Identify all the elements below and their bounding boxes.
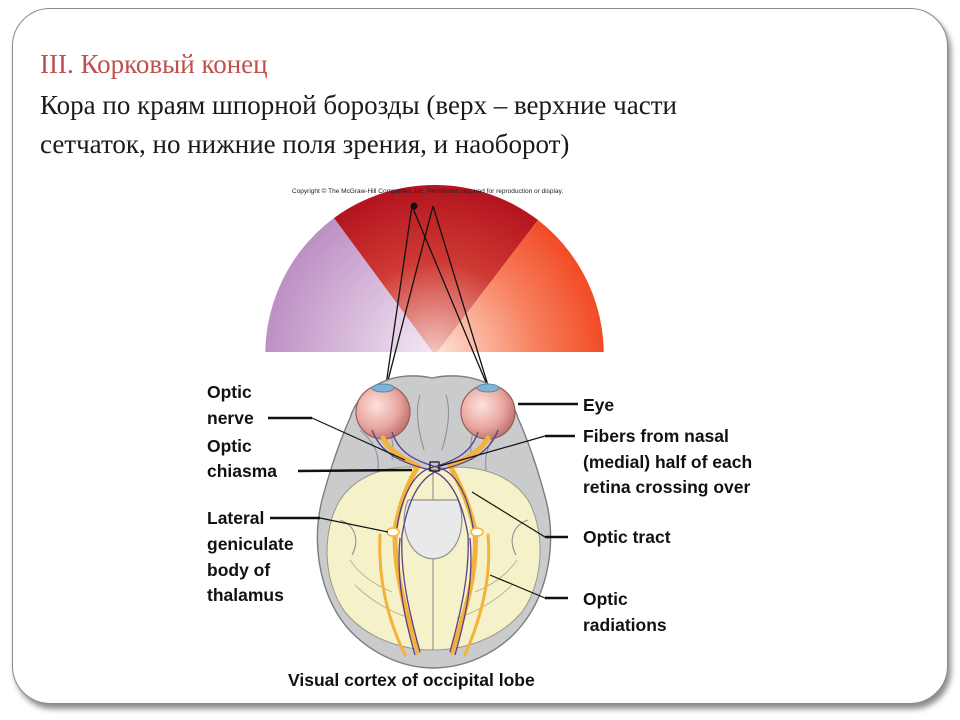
left-lgb xyxy=(386,527,400,537)
label-visual-cortex: Visual cortex of occipital lobe xyxy=(288,670,535,690)
visual-field xyxy=(262,184,607,392)
label-optic-chiasma-line2: chiasma xyxy=(207,461,277,481)
visual-field-right-sector xyxy=(435,220,604,385)
body-line-2: сетчаток, но нижние поля зрения, и наобо… xyxy=(40,129,570,159)
slide-body-text: Кора по краям шпорной борозды (верх – ве… xyxy=(40,86,900,164)
copyright-notice: Copyright © The McGraw-Hill Companies, I… xyxy=(292,187,563,195)
label-lgb-line4: thalamus xyxy=(207,585,284,605)
label-eye: Eye xyxy=(583,395,614,415)
label-lgb-line3: body of xyxy=(207,560,270,580)
right-eye xyxy=(460,384,516,440)
label-fibers-line2: (medial) half of each xyxy=(583,452,752,472)
label-optic-nerve-line1: Optic xyxy=(207,382,252,402)
label-optic-nerve-line2: nerve xyxy=(207,408,254,428)
slide-title: III. Корковый конец xyxy=(40,49,268,79)
visual-field-center-sector xyxy=(334,184,538,355)
fixation-point xyxy=(410,202,418,210)
eyes xyxy=(355,383,516,440)
left-eye xyxy=(355,384,411,440)
right-lgb xyxy=(470,527,484,537)
label-optic-radiations-line2: radiations xyxy=(583,615,667,635)
sight-lines xyxy=(384,205,491,393)
label-lgb-line2: geniculate xyxy=(207,534,294,554)
brainstem xyxy=(403,499,463,560)
brain-base-view xyxy=(316,375,552,669)
label-fibers-line3: retina crossing over xyxy=(583,477,750,497)
body-line-1: Кора по краям шпорной борозды (верх – ве… xyxy=(40,90,677,120)
label-optic-tract: Optic tract xyxy=(583,527,671,547)
label-optic-chiasma-line1: Optic xyxy=(207,436,252,456)
label-optic-radiations-line1: Optic xyxy=(583,589,628,609)
leader-lines xyxy=(268,402,578,600)
label-fibers-line1: Fibers from nasal xyxy=(583,426,729,446)
chiasma-crossing-marker xyxy=(429,461,440,472)
label-lgb-line1: Lateral xyxy=(207,508,264,528)
